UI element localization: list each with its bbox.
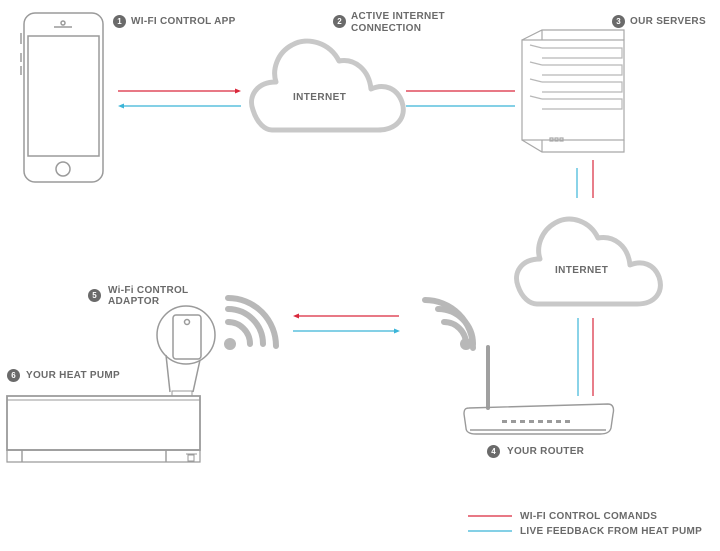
cloud2-router-lines (577, 318, 594, 396)
step-6-label: YOUR HEAT PUMP (26, 370, 121, 381)
step-4-label: YOUR ROUTER (507, 446, 585, 457)
step-4-badge: 4 (487, 445, 500, 458)
step-2-badge: 2 (333, 15, 346, 28)
router-wifi-dot-icon (460, 338, 472, 350)
cloud-2-label: INTERNET (555, 265, 609, 276)
cloud-2-icon (514, 216, 663, 307)
adaptor-icon (156, 305, 216, 393)
cloud-1-label: INTERNET (293, 92, 347, 103)
server-cloud2-lines (576, 160, 594, 198)
wifi-arrows (293, 313, 400, 334)
adaptor-wifi-dot-icon (224, 338, 236, 350)
cloud-1-icon (249, 38, 406, 133)
step-6-badge: 6 (7, 369, 20, 382)
adaptor-wifi-icon (225, 295, 279, 349)
step-5-badge: 5 (88, 289, 101, 302)
phone-cloud-arrows (118, 88, 241, 109)
step-2-label-line-2: CONNECTION (351, 23, 422, 34)
step-1-badge: 1 (113, 15, 126, 28)
heat-pump-icon (6, 390, 201, 463)
smartphone-icon (20, 12, 104, 183)
step-5-label-line-2: ADAPTOR (108, 296, 160, 307)
cloud-server-lines (406, 90, 515, 107)
step-3-label: OUR SERVERS (630, 16, 706, 27)
step-1-label: WI-FI CONTROL APP (131, 16, 236, 27)
legend-command-label: WI-FI CONTROL COMANDS (520, 511, 658, 522)
router-icon (463, 345, 615, 435)
step-5-label-line-1: Wi-Fi CONTROL (108, 285, 189, 296)
server-icon (521, 29, 625, 153)
legend-feedback-label: LIVE FEEDBACK FROM HEAT PUMP (520, 526, 703, 537)
step-2-label-line-1: ACTIVE INTERNET (351, 11, 445, 22)
step-3-badge: 3 (612, 15, 625, 28)
